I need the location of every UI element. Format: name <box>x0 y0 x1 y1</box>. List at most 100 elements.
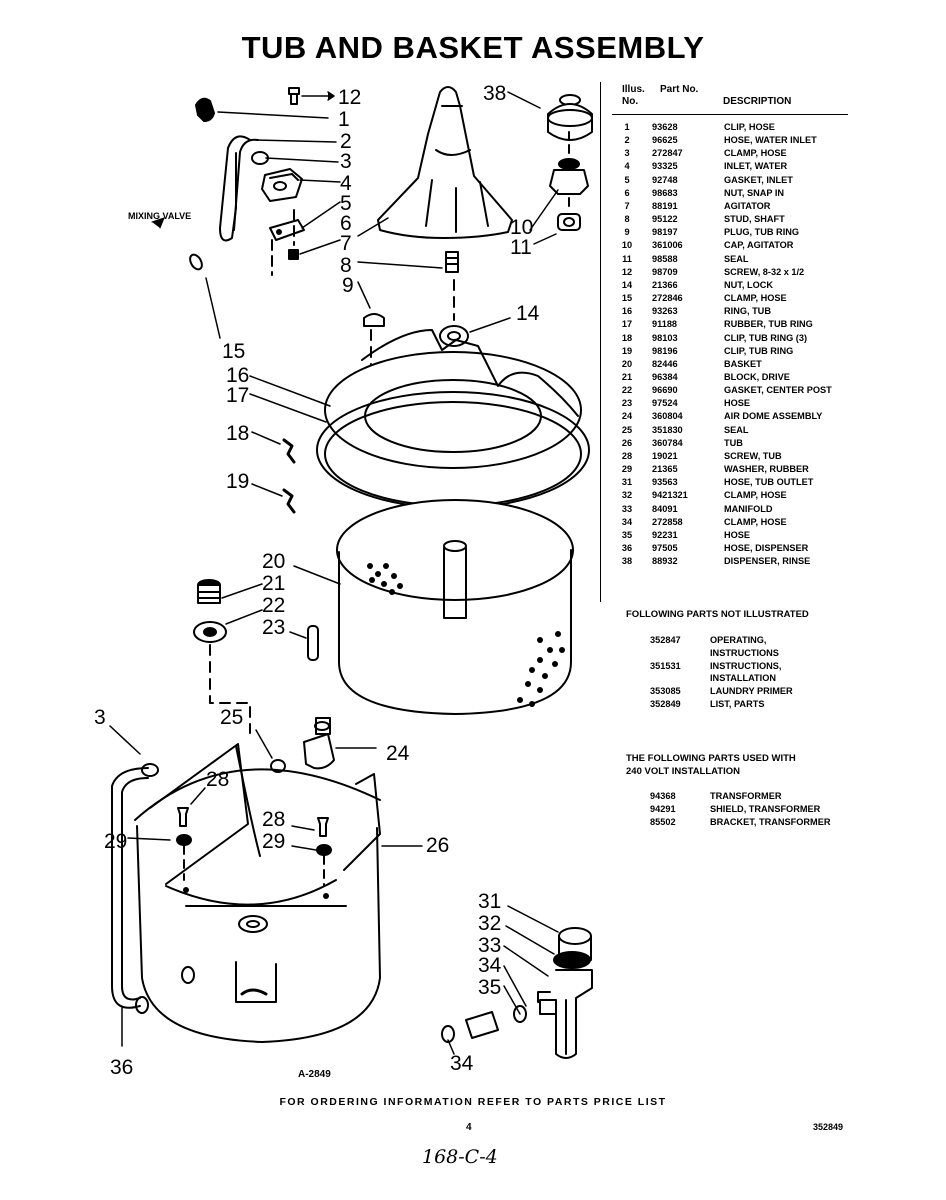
part-no-cell: 21365 <box>652 464 678 475</box>
callout-6: 6 <box>340 212 352 235</box>
description-cell: NUT, SNAP IN <box>724 187 785 198</box>
part-no-cell: 98197 <box>652 227 678 238</box>
part-no-cell: 94368 <box>650 791 676 801</box>
description-cell: HOSE <box>724 398 751 409</box>
connector-hose-part <box>465 1011 499 1039</box>
description-cell: CLAMP, HOSE <box>724 490 787 501</box>
screw-part <box>288 87 300 105</box>
part-no-cell: 88191 <box>652 200 678 211</box>
description-cell: HOSE, DISPENSER <box>724 543 809 553</box>
drive-block-part <box>197 579 221 604</box>
description-cell: TRANSFORMER <box>710 791 782 801</box>
part-no-cell: 352849 <box>650 698 681 709</box>
header-part-no: Part No. <box>660 84 699 95</box>
illus-no-cell: 21 <box>621 371 633 382</box>
callout-18: 18 <box>226 422 249 445</box>
part-no-cell: 96384 <box>652 371 678 382</box>
callout-21: 21 <box>262 572 285 595</box>
drawing-number: A-2849 <box>298 1069 331 1080</box>
illus-no-cell: 11 <box>622 253 632 264</box>
illus-no-cell: 18 <box>621 332 633 343</box>
part-no-cell: 97505 <box>652 543 678 553</box>
air-dome-assembly-part <box>303 717 335 770</box>
description-cell: TUB <box>724 437 743 448</box>
not-illustrated-heading: FOLLOWING PARTS NOT ILLUSTRATED <box>626 609 809 620</box>
callout-3b: 3 <box>94 706 106 729</box>
description-cell: STUD, SHAFT <box>724 214 785 225</box>
basket-part <box>336 499 574 715</box>
illus-no-cell: 15 <box>621 293 633 304</box>
description-cell: CLAMP, HOSE <box>724 148 787 159</box>
illus-no-cell: 31 <box>621 477 633 488</box>
callout-28a: 28 <box>206 768 229 791</box>
description-line: LIST, PARTS <box>710 698 765 709</box>
dispenser-hose-part <box>111 763 159 1014</box>
callout-19: 19 <box>226 470 249 493</box>
callout-24: 24 <box>386 742 410 765</box>
part-no-cell: 272847 <box>652 148 683 159</box>
description-cell: SEAL <box>724 424 749 435</box>
description-cell: SCREW, TUB <box>724 450 782 461</box>
callout-5: 5 <box>340 192 352 215</box>
illus-no-cell: 16 <box>621 306 633 317</box>
description-cell: GASKET, INLET <box>724 174 793 185</box>
illus-no-cell: 4 <box>624 161 630 172</box>
callout-1: 1 <box>338 108 350 131</box>
description-line: LAUNDRY PRIMER <box>710 686 793 697</box>
rubber-washer-part <box>176 834 192 846</box>
part-no-cell: 351830 <box>652 424 683 435</box>
part-no-cell: 95122 <box>652 214 678 225</box>
illus-no-cell: 28 <box>621 450 633 461</box>
illus-no-cell: 24 <box>621 411 633 422</box>
illus-no-cell: 22 <box>621 385 633 396</box>
callout-16: 16 <box>226 364 249 387</box>
callout-34b: 34 <box>450 1052 474 1075</box>
center-post-gasket-part <box>193 621 227 643</box>
water-inlet-part <box>261 168 303 202</box>
callout-4: 4 <box>340 172 352 195</box>
volt-240-heading: THE FOLLOWING PARTS USED WITH 240 VOLT I… <box>626 752 796 778</box>
agitator-part <box>377 86 513 239</box>
part-no-cell: 92231 <box>652 529 678 540</box>
callout-10: 10 <box>510 216 533 239</box>
part-no-cell: 92748 <box>652 174 678 185</box>
inlet-gasket-part <box>269 219 305 241</box>
description-cell: PLUG, TUB RING <box>724 227 800 238</box>
table-row: 353085 LAUNDRY PRIMER <box>650 685 793 698</box>
illus-no-cell: 1 <box>624 122 630 132</box>
illus-no-cell: 35 <box>621 529 633 540</box>
callout-33: 33 <box>478 934 501 957</box>
rubber-washer-part-2 <box>316 844 332 856</box>
callout-20: 20 <box>262 550 285 573</box>
part-no-cell: 361006 <box>652 240 683 251</box>
part-no-cell: 353085 <box>650 686 681 697</box>
callout-22: 22 <box>262 594 285 617</box>
description-cell: HOSE, TUB OUTLET <box>724 477 814 488</box>
description-cell: SCREW, 8-32 x 1/2 <box>724 266 805 277</box>
part-no-cell: 84091 <box>652 503 678 514</box>
tub-ring-plug-part <box>363 313 385 327</box>
tub-part <box>134 743 381 1043</box>
hose-clip-part <box>195 97 215 122</box>
illus-no-cell: 7 <box>624 200 630 211</box>
tub-ring-clip-part <box>282 438 296 464</box>
illus-no-cell: 3 <box>624 148 630 159</box>
illus-no-cell: 12 <box>621 266 633 277</box>
